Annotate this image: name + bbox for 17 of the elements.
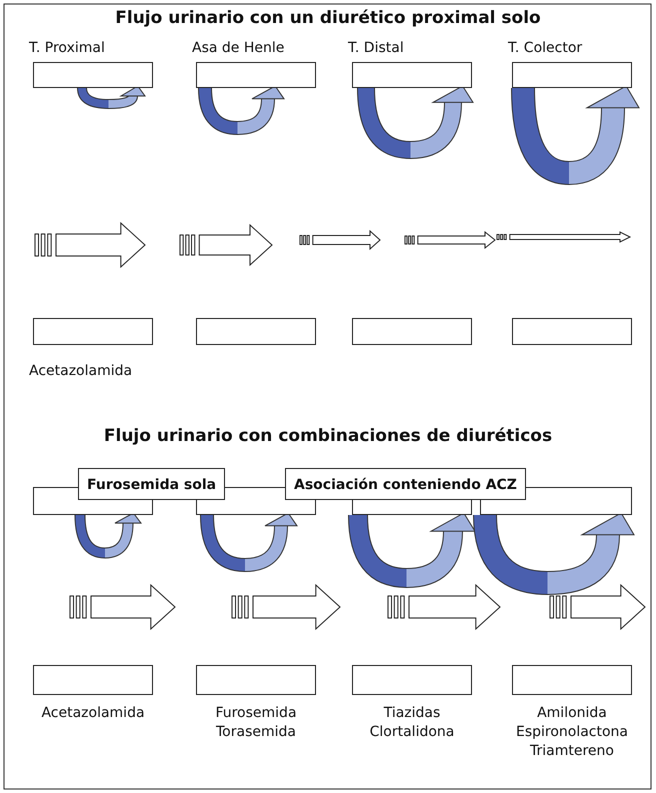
drug-label: Furosemida xyxy=(214,705,298,721)
segment-label: T. Colector xyxy=(508,40,582,56)
segment-label: T. Distal xyxy=(348,40,404,56)
drug-combination-label: Furosemida sola xyxy=(87,476,216,494)
section-heading: Flujo urinario con un diurético proximal solo xyxy=(114,8,542,28)
segment-label: T. Proximal xyxy=(29,40,105,56)
drug-label: Acetazolamida xyxy=(40,705,146,721)
drug-label: Acetazolamida xyxy=(29,363,132,379)
section-heading: Flujo urinario con combinaciones de diuréticos xyxy=(102,426,554,446)
drug-combination-label: Asociación conteniendo ACZ xyxy=(294,476,517,494)
drug-label: Clortalidona xyxy=(368,724,456,740)
drug-label: Amilonida xyxy=(536,705,608,721)
drug-label: Espironolactona xyxy=(514,724,630,740)
drug-label: Triamtereno xyxy=(529,743,615,759)
segment-label: Asa de Henle xyxy=(192,40,284,56)
drug-label: Tiazidas xyxy=(382,705,442,721)
drug-label: Torasemida xyxy=(215,724,297,740)
